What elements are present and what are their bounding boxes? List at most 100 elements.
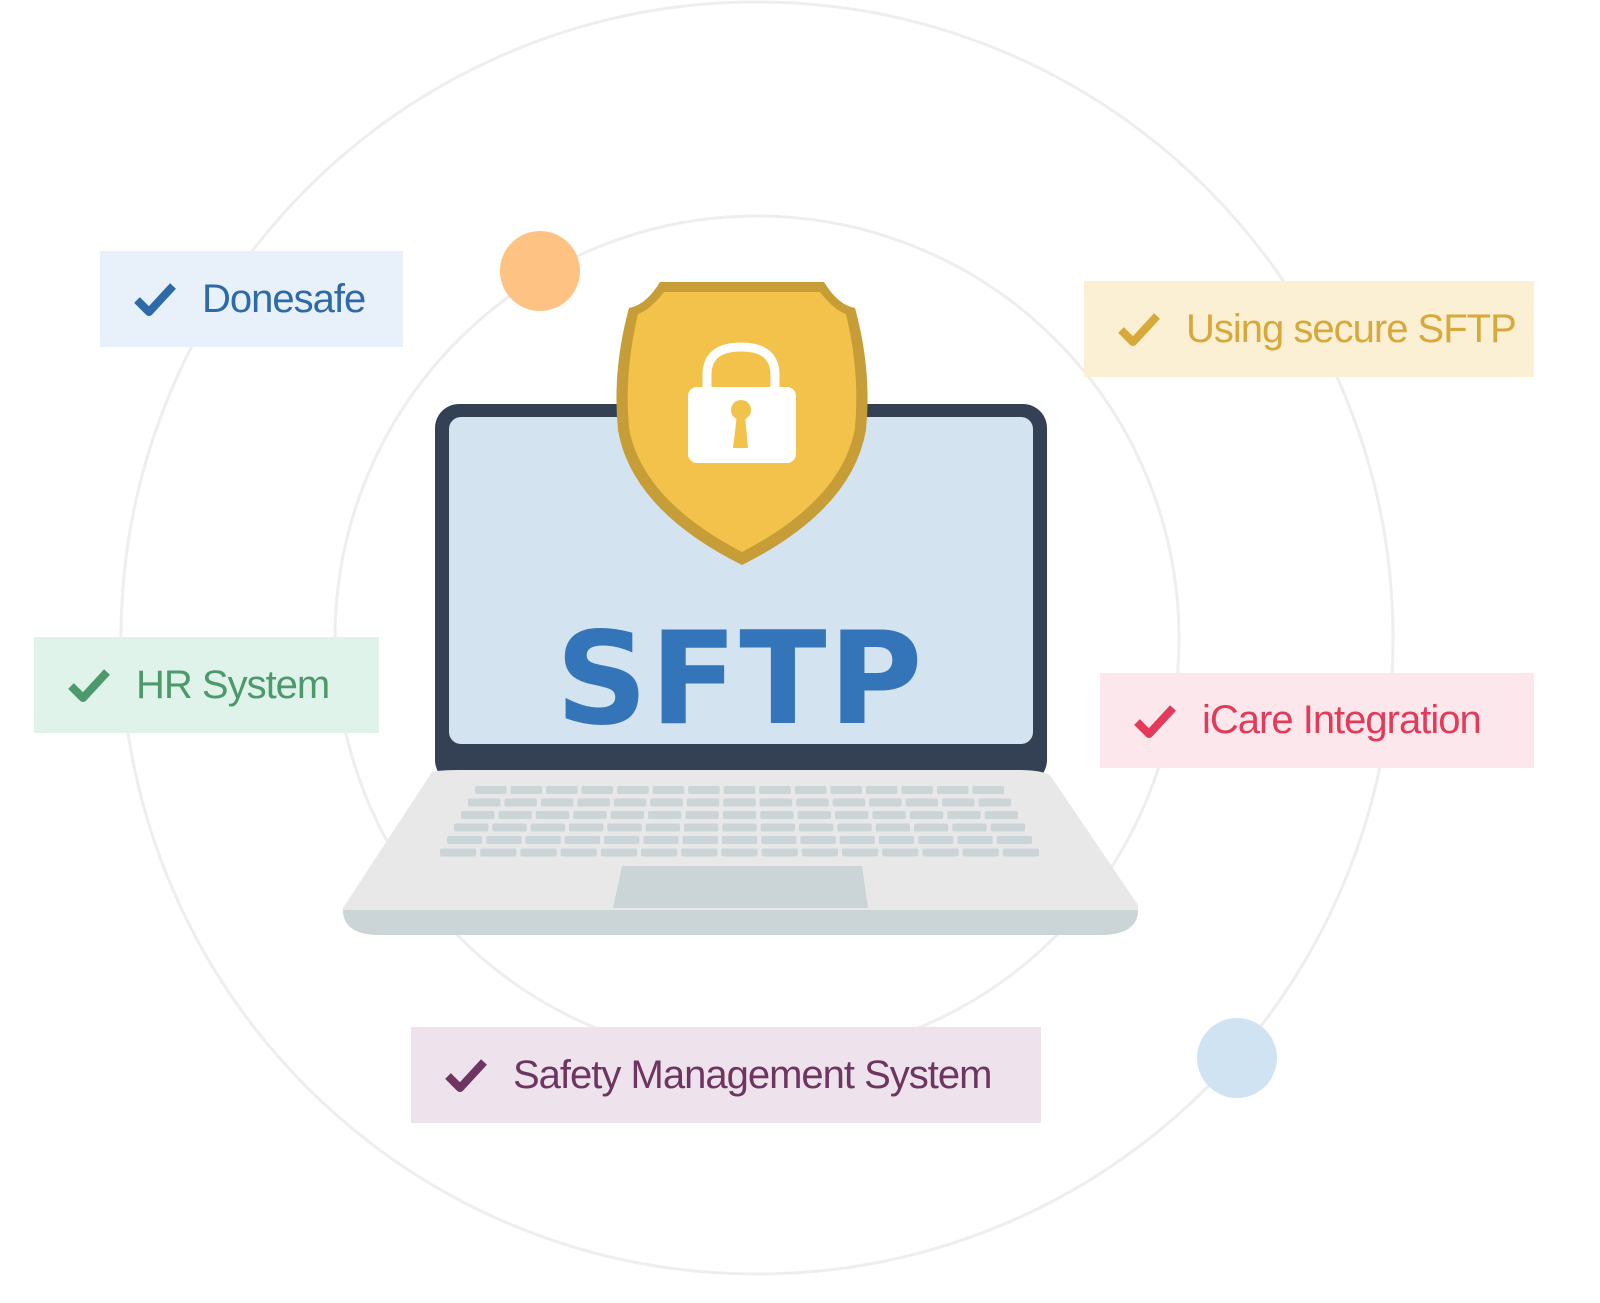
blue-dot [1197, 1018, 1277, 1098]
keyboard-key [918, 836, 954, 844]
keyboard-key [641, 848, 678, 857]
keyboard-key [492, 823, 527, 832]
keyboard-key [901, 786, 933, 794]
keyboard-key [865, 786, 898, 794]
tag-label: Safety Management System [513, 1052, 992, 1097]
keyboard-key [686, 798, 720, 807]
keyboard-key [796, 798, 829, 807]
keyboard-key [722, 823, 757, 832]
keyboard-key [878, 836, 915, 844]
keyboard-key [721, 836, 758, 844]
keyboard-key [759, 798, 793, 807]
keyboard-key [842, 848, 879, 857]
keyboard-key [643, 836, 679, 844]
keyboard-key [799, 823, 834, 832]
keyboard-key [835, 811, 869, 819]
keyboard-key [681, 848, 718, 857]
keyboard-key [996, 836, 1032, 844]
keyboard-key [875, 823, 910, 832]
tag-label: Donesafe [202, 276, 366, 321]
keyboard-key [645, 823, 680, 832]
keyboard-key [837, 823, 872, 832]
keyboard-key [610, 811, 644, 819]
keyboard-key [978, 798, 1011, 807]
keyboard-key [990, 823, 1025, 832]
keyboard-key [684, 823, 719, 832]
keyboard-key [723, 786, 756, 794]
keyboard-key [723, 798, 756, 807]
keyboard-key [972, 786, 1004, 794]
keyboard-key [607, 823, 642, 832]
keyboard-key [761, 836, 797, 844]
keyboard-key [504, 798, 537, 807]
shield-lock-icon [616, 282, 868, 565]
keyboard-key [440, 848, 477, 857]
keyboard-key [577, 798, 610, 807]
keyboard-key [761, 848, 798, 857]
check-icon [445, 1059, 487, 1092]
keyboard-key [882, 848, 919, 857]
keyboard-key [486, 836, 522, 844]
keyboard-key [447, 836, 483, 844]
keyboard-key [520, 848, 557, 857]
keyboard-key [535, 811, 570, 819]
keyboard-key [760, 811, 794, 819]
keyboard-key [461, 811, 495, 819]
keyboard-key [984, 811, 1018, 819]
keyboard-key [475, 786, 507, 794]
keyboard-key [564, 836, 601, 844]
tag-hr-system: HR System [34, 637, 379, 733]
tag-using-secure-sftp: Using secure SFTP [1084, 281, 1534, 377]
keyboard-key [682, 836, 718, 844]
keyboard-key [650, 798, 683, 807]
keyboard-key [721, 848, 758, 857]
keyboard-key [947, 811, 981, 819]
keyboard-key [688, 786, 720, 794]
sftp-screen-text: SFTP [555, 605, 925, 754]
tag-label: HR System [136, 662, 330, 707]
keyboard-key [759, 786, 791, 794]
keyboard-key [573, 811, 607, 819]
keyboard-key [832, 798, 866, 807]
keyboard-key [560, 848, 597, 857]
keyboard-key [468, 798, 501, 807]
tag-donesafe: Donesafe [100, 251, 403, 347]
keyboard-key [800, 836, 836, 844]
keyboard-key [530, 823, 565, 832]
keyboard-key [525, 836, 561, 844]
keyboard-key [914, 823, 949, 832]
tag-safety-management-system: Safety Management System [411, 1027, 1041, 1123]
keyboard-key [454, 823, 489, 832]
keyboard-key [936, 786, 969, 794]
keyboard-key [722, 811, 757, 819]
keyboard-key [1002, 848, 1039, 857]
keyboard-key [794, 786, 827, 794]
keyboard-key [957, 836, 993, 844]
keyboard-key [546, 786, 578, 794]
keyboard-key [830, 786, 862, 794]
keyboard-key [685, 811, 719, 819]
keyboard-key [510, 786, 543, 794]
check-icon [68, 669, 110, 702]
check-icon [134, 283, 176, 316]
keyboard-key [905, 798, 939, 807]
tag-label: iCare Integration [1202, 698, 1482, 742]
keyboard-key [652, 786, 685, 794]
keyboard-key [498, 811, 532, 819]
keyboard-key [952, 823, 987, 832]
keyboard-key [962, 848, 999, 857]
keyboard-key [613, 798, 647, 807]
keyboard-key [617, 786, 649, 794]
laptop-icon [343, 404, 1138, 935]
check-icon [1118, 313, 1160, 346]
tag-label: Using secure SFTP [1186, 306, 1517, 351]
keyboard-key [797, 811, 831, 819]
keyboard-key [760, 823, 795, 832]
keyboard-key [909, 811, 944, 819]
keyboard-key [600, 848, 637, 857]
keyboard-key [869, 798, 902, 807]
keyboard-key [801, 848, 838, 857]
keyboard-key [569, 823, 604, 832]
keyboard-key [942, 798, 975, 807]
